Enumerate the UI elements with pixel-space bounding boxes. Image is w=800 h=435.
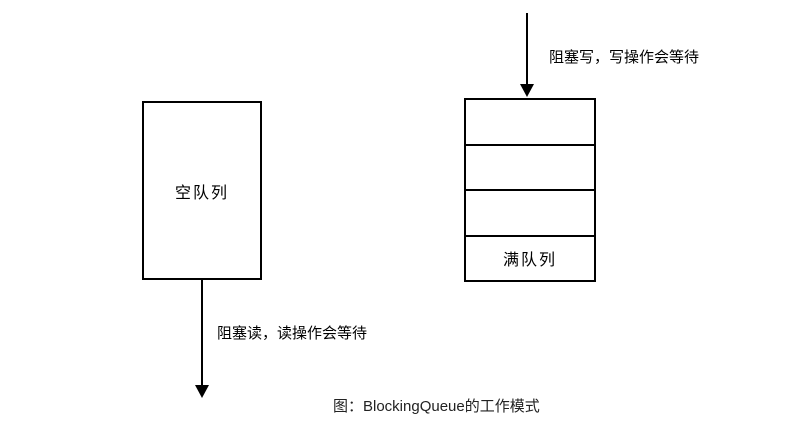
arrow-shaft [526, 13, 528, 85]
arrow-shaft [201, 279, 203, 386]
arrow-head-icon [195, 385, 209, 398]
empty-queue-box: 空队列 [142, 101, 262, 280]
figure-caption: 图：BlockingQueue的工作模式 [333, 398, 540, 415]
full-queue-stack: 满队列 [464, 98, 596, 282]
blocking-read-label: 阻塞读，读操作会等待 [217, 325, 368, 342]
queue-cell [466, 100, 594, 146]
empty-queue-label: 空队列 [174, 184, 229, 202]
full-queue-label: 满队列 [502, 252, 557, 270]
blocking-write-label: 阻塞写，写操作会等待 [549, 49, 700, 66]
queue-cell [466, 191, 594, 237]
queue-cell: 满队列 [466, 237, 594, 281]
queue-cell [466, 146, 594, 191]
blocking-write-arrow [520, 13, 534, 97]
arrow-head-icon [520, 84, 534, 97]
blocking-read-arrow [195, 279, 209, 398]
